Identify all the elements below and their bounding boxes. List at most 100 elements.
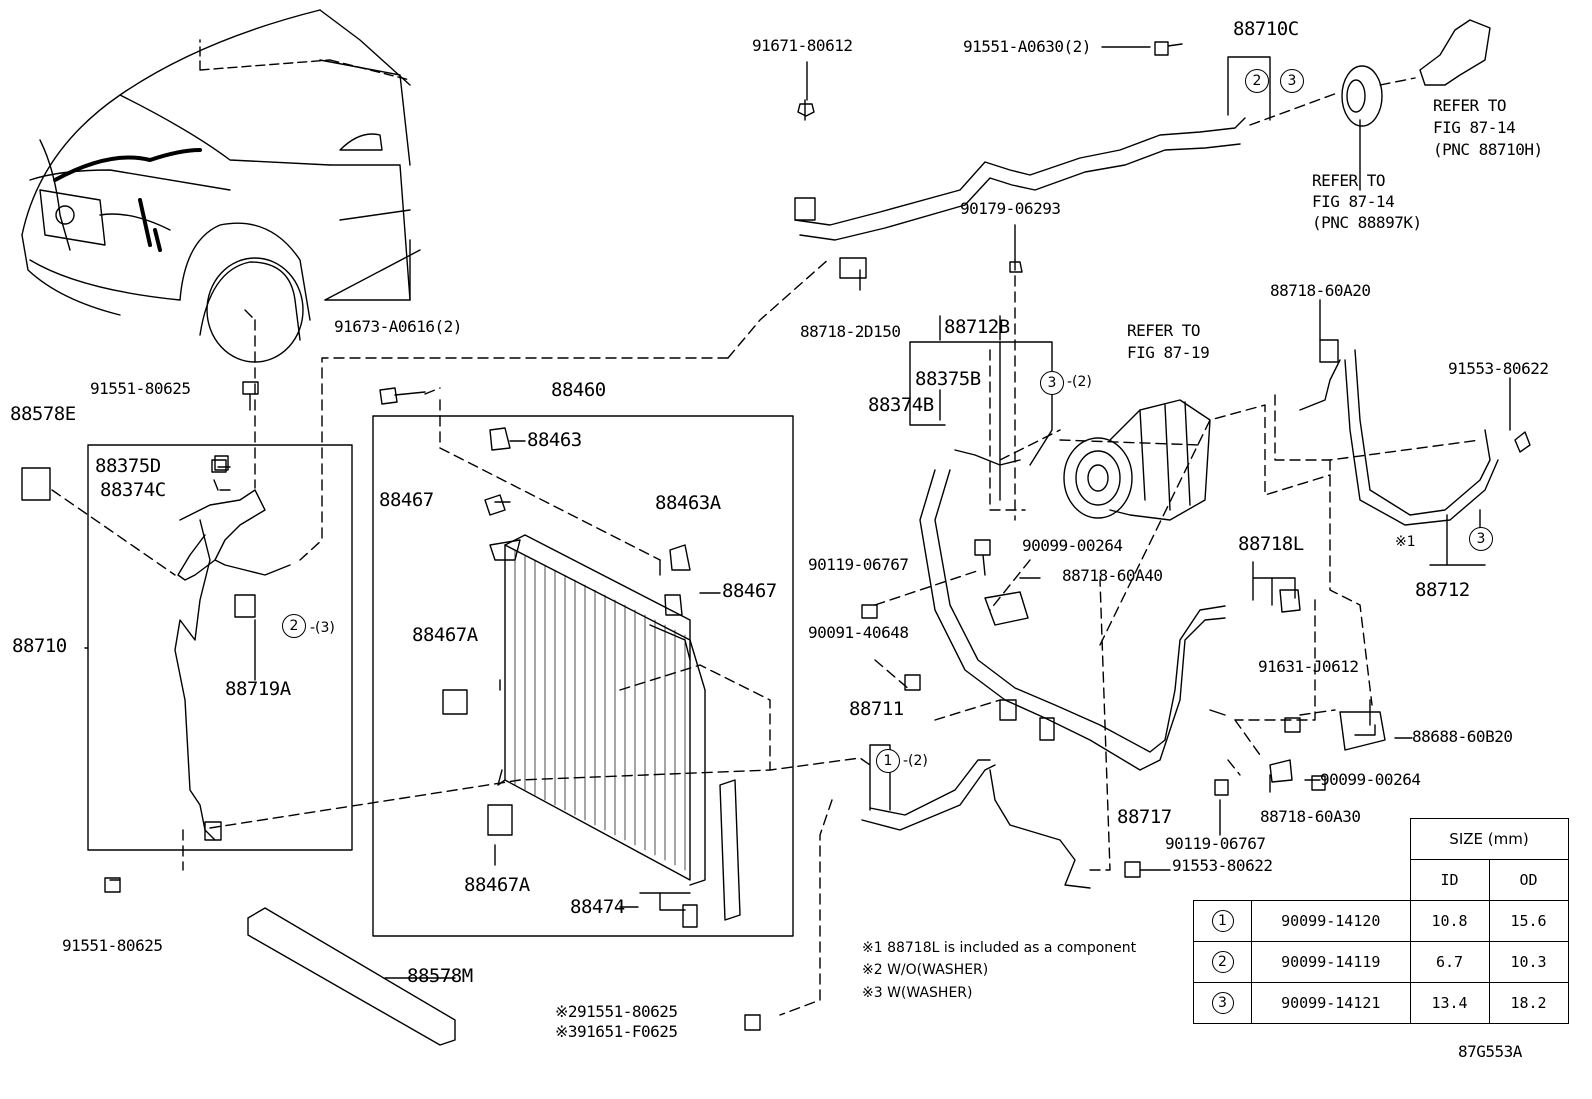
callout-circle-3-mid: 3 — [1040, 371, 1064, 395]
refer-87-14-k-line1: REFER TO — [1312, 171, 1386, 190]
size-table-header: SIZE (mm) — [1409, 818, 1569, 860]
label-88688-60B20: 88688-60B20 — [1412, 727, 1513, 746]
label-88718-60A40: 88718-60A40 — [1062, 566, 1163, 585]
label-88578E: 88578E — [10, 403, 76, 425]
label-88578M: 88578M — [407, 965, 473, 987]
dashed-lines — [51, 77, 1481, 1016]
size-table-row: 2 90099-14119 6.7 10.3 — [1193, 941, 1569, 983]
footnote-1: ※1 88718L is included as a component — [862, 940, 1137, 956]
condenser-core — [442, 427, 706, 886]
hose-88712 — [1299, 339, 1499, 526]
label-note3-91651-F0625: ※391651-F0625 — [555, 1022, 678, 1041]
vehicle-illustration — [21, 9, 421, 363]
refer-87-14-h-line2: FIG 87-14 — [1433, 118, 1516, 137]
label-88710C: 88710C — [1233, 18, 1299, 40]
label-88460: 88460 — [551, 379, 606, 401]
callout-circle-1-mid: 1 — [876, 749, 900, 773]
label-91553-80622-top: 91553-80622 — [1448, 359, 1549, 378]
callout-circle-2-left: 2 — [282, 614, 306, 638]
seal-88578M — [247, 907, 456, 1046]
refer-87-14-h-line1: REFER TO — [1433, 96, 1507, 115]
row-mark-3: 3 — [1211, 992, 1234, 1014]
label-88719A: 88719A — [225, 678, 291, 700]
label-90099-00264-a: 90099-00264 — [1022, 536, 1123, 555]
compressor — [1063, 399, 1211, 521]
label-88467A-lower: 88467A — [464, 874, 530, 896]
label-88375B: 88375B — [915, 368, 981, 390]
block-88578E — [21, 467, 51, 501]
qty-marker-3-top: -(2) — [1067, 374, 1092, 390]
label-91551-80625-bottom: 91551-80625 — [62, 936, 163, 955]
label-91553-80622-bottom: 91553-80622 — [1172, 856, 1273, 875]
refer-87-14-k-line2: FIG 87-14 — [1312, 192, 1395, 211]
row-od: 15.6 — [1488, 900, 1569, 942]
box-88460 — [372, 415, 794, 937]
label-88467-upper: 88467 — [379, 489, 434, 511]
size-table-col-od: OD — [1488, 859, 1569, 901]
label-88374B: 88374B — [868, 394, 934, 416]
row-part: 90099-14120 — [1251, 900, 1411, 942]
compressor-fittings-top — [1341, 19, 1491, 127]
label-88718L: 88718L — [1238, 533, 1304, 555]
callout-circle-3-top: 3 — [1280, 69, 1304, 93]
label-88711: 88711 — [849, 698, 904, 720]
label-88718-60A30: 88718-60A30 — [1260, 807, 1361, 826]
label-88717: 88717 — [1117, 806, 1172, 828]
label-90091-40648: 90091-40648 — [808, 623, 909, 642]
row-part: 90099-14121 — [1251, 982, 1411, 1024]
liquid-pipe-88711 — [861, 759, 1091, 889]
label-90179-06293: 90179-06293 — [960, 199, 1061, 218]
row-id: 10.8 — [1409, 900, 1490, 942]
refer-87-14-k-line3: (PNC 88897K) — [1312, 213, 1422, 232]
row-mark-2: 2 — [1211, 951, 1234, 973]
label-88467-lower: 88467 — [722, 580, 777, 602]
row-od: 18.2 — [1488, 982, 1569, 1024]
label-91671-80612: 91671-80612 — [752, 36, 853, 55]
box-88710 — [87, 444, 353, 851]
qty-marker-2-left: -(3) — [310, 620, 335, 636]
row-od: 10.3 — [1488, 941, 1569, 983]
refer-87-19-line1: REFER TO — [1127, 321, 1201, 340]
label-91551-80625-top: 91551-80625 — [90, 379, 191, 398]
label-88474: 88474 — [570, 896, 625, 918]
receiver-88474 — [682, 779, 741, 928]
label-88463: 88463 — [527, 429, 582, 451]
callout-circle-3-right: 3 — [1469, 527, 1493, 551]
label-91551-A0630: 91551-A0630(2) — [963, 37, 1091, 56]
label-88712B: 88712B — [944, 316, 1010, 338]
row-id: 6.7 — [1409, 941, 1490, 983]
label-90099-00264-b: 90099-00264 — [1320, 770, 1421, 789]
label-91631-J0612: 91631-J0612 — [1258, 657, 1359, 676]
liquid-pipe-88710 — [174, 459, 291, 841]
refer-87-14-h-line3: (PNC 88710H) — [1433, 140, 1543, 159]
label-88712: 88712 — [1415, 579, 1470, 601]
refer-87-19-line2: FIG 87-19 — [1127, 343, 1210, 362]
label-88710: 88710 — [12, 635, 67, 657]
label-90119-06767-b: 90119-06767 — [1165, 834, 1266, 853]
label-90119-06767-a: 90119-06767 — [808, 555, 909, 574]
label-88467A-upper: 88467A — [412, 624, 478, 646]
label-88375D: 88375D — [95, 455, 161, 477]
discharge-hose — [794, 99, 1246, 279]
label-91673-A0616: 91673-A0616(2) — [334, 317, 462, 336]
label-88718-60A20: 88718-60A20 — [1270, 281, 1371, 300]
label-note2-91551-80625: ※291551-80625 — [555, 1002, 678, 1021]
footnote-3: ※3 W(WASHER) — [862, 985, 973, 1001]
size-table-row: 1 90099-14120 10.8 15.6 — [1193, 900, 1569, 942]
footnote-2: ※2 W/O(WASHER) — [862, 962, 989, 978]
label-88718-2D150: 88718-2D150 — [800, 322, 901, 341]
bolts — [104, 41, 1531, 1031]
label-88374C: 88374C — [100, 479, 166, 501]
size-table-col-id: ID — [1409, 859, 1490, 901]
row-part: 90099-14119 — [1251, 941, 1411, 983]
size-table-row: 3 90099-14121 13.4 18.2 — [1193, 982, 1569, 1024]
note-marker-1: ※1 — [1395, 534, 1416, 550]
suction-hose-88717 — [919, 449, 1226, 771]
size-table: SIZE (mm) ID OD 1 90099-14120 10.8 15.6 … — [1193, 818, 1569, 1024]
row-id: 13.4 — [1409, 982, 1490, 1024]
figure-code: 87G553A — [1458, 1042, 1522, 1061]
label-88463A: 88463A — [655, 492, 721, 514]
callout-circle-2-top: 2 — [1245, 69, 1269, 93]
